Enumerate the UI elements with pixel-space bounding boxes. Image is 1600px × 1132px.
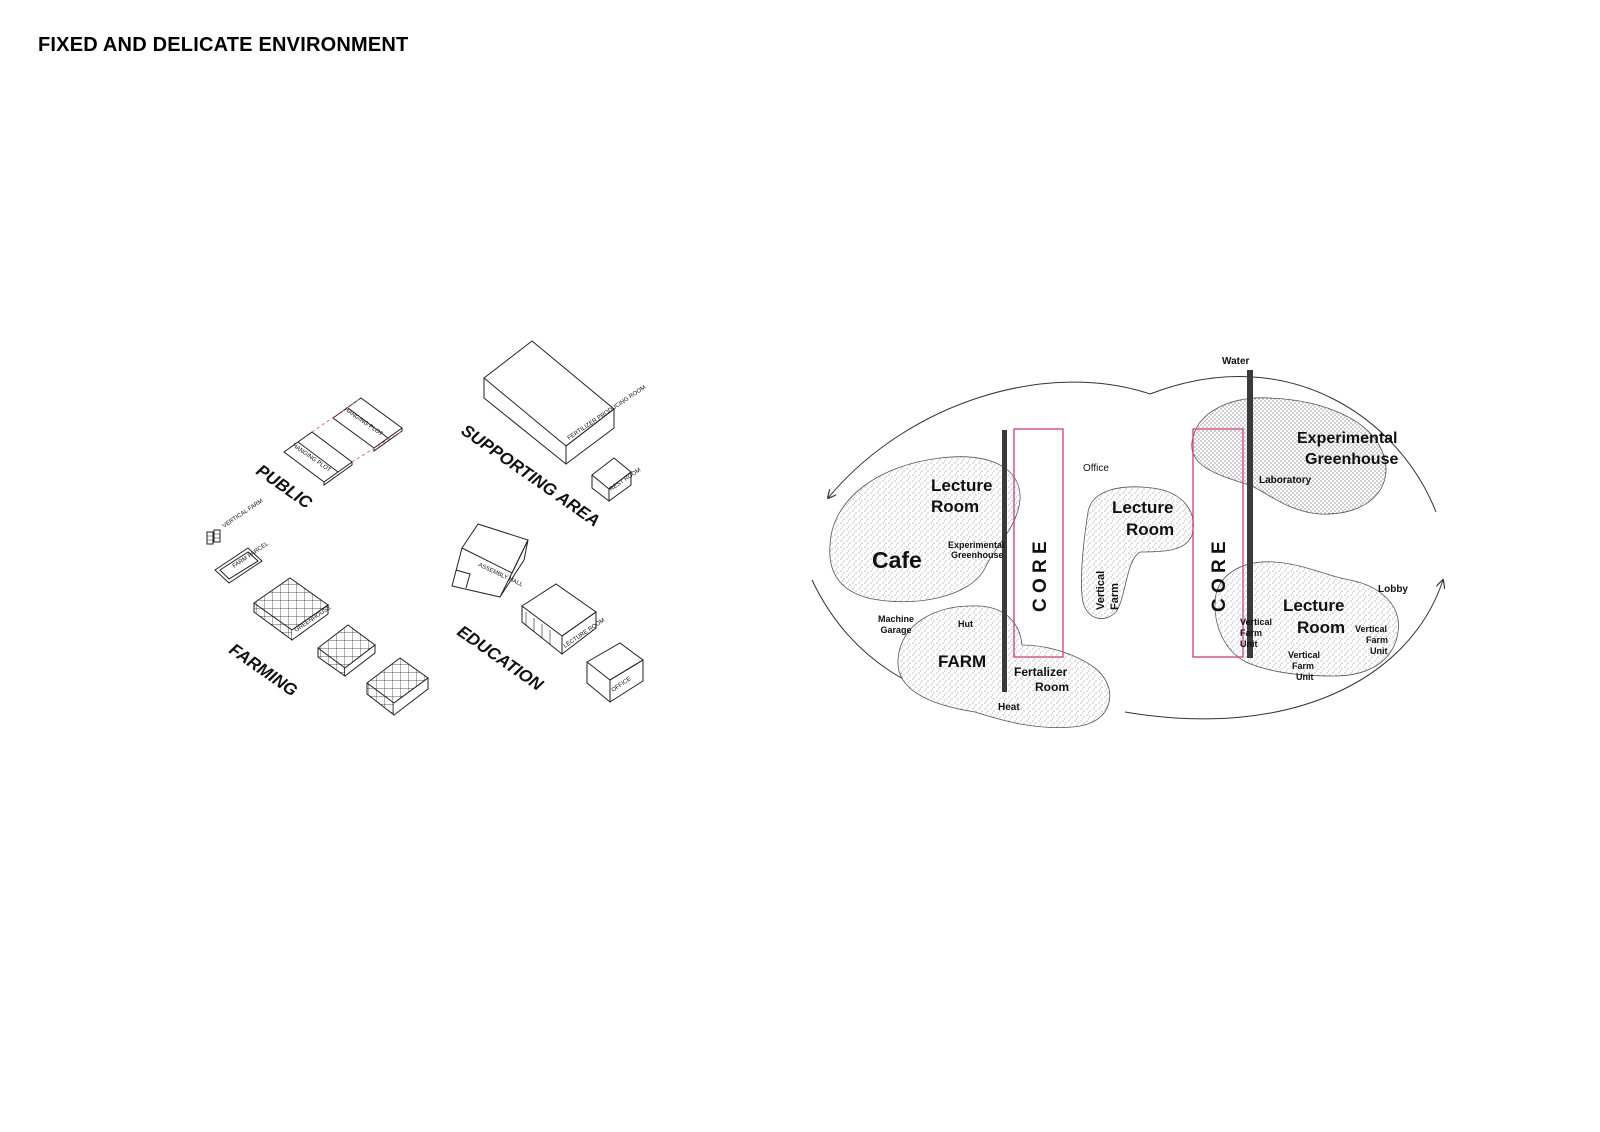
svg-text:OFFICE: OFFICE <box>611 676 633 693</box>
flow-arrow-top-left <box>828 381 1151 498</box>
bubble-flow-diagram: C O R E C O R E Water Heat Office Labora… <box>811 356 1443 729</box>
svg-text:Farm: Farm <box>1292 661 1314 671</box>
label-experimental-greenhouse-big: Experimental <box>1297 430 1397 447</box>
iso-program-diagram: PUBLIC SUPPORTING AREA FARMING EDUCATION… <box>206 340 647 717</box>
label-farm: FARM <box>938 652 986 671</box>
core-right-frame <box>1192 428 1244 658</box>
hanging-plot-a: HANGING PLOT <box>332 397 403 452</box>
label-office: Office <box>1083 463 1109 474</box>
svg-text:HANGING PLOT: HANGING PLOT <box>343 407 384 438</box>
assembly-hall-box: ASSEMBLY HALL <box>451 523 529 598</box>
core-right-label: C O R E <box>1209 541 1230 612</box>
svg-text:LECTURE ROOM: LECTURE ROOM <box>563 618 606 650</box>
label-lobby: Lobby <box>1378 584 1408 595</box>
core-left-label: C O R E <box>1030 541 1051 612</box>
label-lecture-room-right: Lecture <box>1283 596 1344 615</box>
core-left-frame <box>1013 428 1064 658</box>
svg-text:Garage: Garage <box>880 625 911 635</box>
flow-line-top-right <box>1149 376 1437 513</box>
group-label-supporting-area: SUPPORTING AREA <box>458 421 604 531</box>
lecture-room-box: LECTURE ROOM <box>521 583 606 656</box>
svg-text:Room: Room <box>1297 618 1345 637</box>
flow-arrow-bottom-right <box>1124 580 1443 720</box>
fertilizer-producing-room-box: FERTILIZER PRODUCING ROOM <box>483 340 647 466</box>
svg-text:HANGING PLOT: HANGING PLOT <box>291 443 332 474</box>
label-machine-garage: Machine <box>878 614 914 624</box>
greenhouse-1: GREENHOUSE <box>253 577 333 641</box>
label-lecture-room-left: Lecture <box>931 476 992 495</box>
bubble-cafe-lecture <box>829 456 1021 603</box>
hanging-plot-b: HANGING PLOT <box>283 431 353 486</box>
label-hut: Hut <box>958 619 973 629</box>
svg-text:Unit: Unit <box>1296 672 1314 682</box>
rest-room-box: REST ROOM <box>591 457 642 503</box>
label-laboratory: Laboratory <box>1259 475 1312 486</box>
svg-text:Greenhouse: Greenhouse <box>1305 451 1398 468</box>
hanging-link-dashes <box>311 397 403 463</box>
label-water: Water <box>1222 356 1250 367</box>
water-service-bar <box>1247 370 1253 658</box>
svg-text:Farm: Farm <box>1109 583 1121 610</box>
bubble-lecture-mid <box>1081 486 1194 619</box>
page-title: FIXED AND DELICATE ENVIRONMENT <box>38 34 409 56</box>
label-heat: Heat <box>998 702 1020 713</box>
label-cafe: Cafe <box>872 547 922 573</box>
svg-text:Unit: Unit <box>1370 646 1388 656</box>
group-label-education: EDUCATION <box>454 622 547 695</box>
greenhouse-2 <box>317 624 376 677</box>
farm-parcel: FARM PARCEL <box>214 541 270 584</box>
heat-service-bar <box>1002 430 1007 692</box>
svg-text:Farm: Farm <box>1240 628 1262 638</box>
greenhouse-3 <box>366 657 429 717</box>
svg-text:ASSEMBLY HALL: ASSEMBLY HALL <box>477 562 524 588</box>
svg-text:Room: Room <box>931 497 979 516</box>
label-vertical-farm-unit-a: Vertical <box>1240 617 1272 627</box>
vertical-farm-mini: VERTICAL FARM <box>206 498 265 545</box>
group-label-farming: FARMING <box>226 640 301 701</box>
label-lecture-room-mid: Lecture <box>1112 498 1173 517</box>
label-vertical-farm-unit-c: Vertical <box>1288 650 1320 660</box>
label-fertalizer-room: Fertalizer <box>1014 665 1068 679</box>
label-vertical-farm-mid: Vertical <box>1095 571 1107 610</box>
svg-text:Farm: Farm <box>1366 635 1388 645</box>
svg-text:Room: Room <box>1035 680 1069 694</box>
svg-text:Greenhouse: Greenhouse <box>951 550 1004 560</box>
svg-text:Room: Room <box>1126 520 1174 539</box>
label-vertical-farm-unit-b: Vertical <box>1355 624 1387 634</box>
svg-text:VERTICAL FARM: VERTICAL FARM <box>222 498 265 529</box>
office-box: OFFICE <box>586 642 644 704</box>
bubble-lecture-right <box>1214 561 1399 677</box>
svg-text:Unit: Unit <box>1240 639 1258 649</box>
label-experimental-greenhouse-small: Experimental <box>948 540 1005 550</box>
